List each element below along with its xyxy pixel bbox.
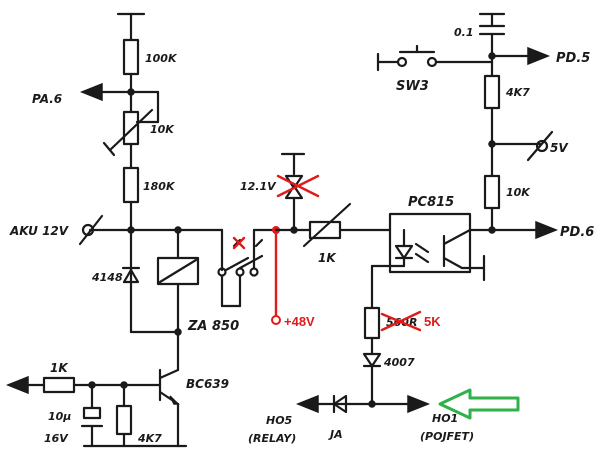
potentiometer-10k (122, 110, 140, 146)
label-4007: 4007 (383, 356, 415, 369)
arrow-right-icon (535, 220, 559, 240)
label-100k: 100K (145, 52, 178, 65)
zener-branch (274, 152, 392, 248)
label-ho1-sub: (POJFET) (420, 430, 474, 443)
label-opto: PC815 (408, 195, 454, 210)
label-ho1: HO1 (432, 412, 458, 425)
label-ho5: HO5 (266, 414, 293, 427)
label-zener: 12.1V (240, 180, 277, 193)
label-10k: 10K (506, 186, 531, 199)
diode-4007 (362, 352, 382, 368)
resistor-5k (363, 306, 381, 340)
switch-contact (396, 56, 408, 68)
junction (488, 226, 496, 234)
plus48v-branch (271, 226, 281, 325)
capacitor-10u (82, 406, 102, 420)
label-48v: +48V (284, 314, 315, 329)
label-cap: 0.1 (454, 26, 474, 39)
resistor-180k (122, 166, 140, 204)
arrow-left-icon (295, 394, 319, 414)
right-column (376, 12, 559, 240)
label-180k: 180K (143, 180, 176, 193)
label-bc639: BC639 (186, 377, 229, 391)
highlight-arrow (438, 388, 520, 420)
label-10u: 10µ (48, 410, 71, 423)
left-supply (78, 12, 224, 372)
optocoupler (370, 212, 486, 310)
resistor-4k7 (483, 74, 501, 110)
label-4k7-top: 4K7 (505, 86, 530, 99)
label-sw3: SW3 (396, 79, 429, 94)
relay-contacts (217, 228, 278, 308)
resistor-100k (122, 38, 140, 76)
label-1k: 1K (50, 361, 69, 375)
arrow-right-icon (407, 394, 431, 414)
diode-4148 (122, 268, 140, 284)
resistor-1k (42, 376, 76, 394)
arrow-left-icon (79, 82, 103, 102)
label-pa6: PA.6 (32, 92, 62, 106)
label-pd6: PD.6 (560, 225, 594, 240)
label-4148: 4148 (91, 271, 123, 284)
optocoupler-package (388, 212, 472, 274)
emitter-arrow-icon (169, 395, 180, 405)
label-1k-pot: 1K (318, 251, 337, 265)
arrow-left-icon (5, 375, 29, 395)
terminal-48v (271, 315, 281, 325)
arrow-right-icon (527, 46, 551, 66)
label-5k: 5K (424, 314, 441, 329)
transistor-stage (5, 368, 188, 448)
bottom-right-branch (295, 306, 431, 414)
resistor-10k (483, 174, 501, 210)
label-aku: AKU 12V (9, 224, 70, 238)
resistor-4k7-bottom (115, 404, 133, 436)
label-relay: ZA 850 (187, 319, 239, 334)
label-5v: 5V (550, 141, 569, 155)
label-10k-pot: 10K (150, 123, 175, 136)
label-4k7-bottom: 4K7 (137, 432, 162, 445)
terminal-5v (535, 139, 549, 153)
label-ja: JA (328, 428, 343, 441)
label-16v: 16V (44, 432, 69, 445)
label-pd5: PD.5 (556, 51, 590, 66)
green-arrow-icon (438, 388, 520, 420)
diode-ja (332, 394, 348, 414)
label-ho5-sub: (RELAY) (248, 432, 296, 445)
